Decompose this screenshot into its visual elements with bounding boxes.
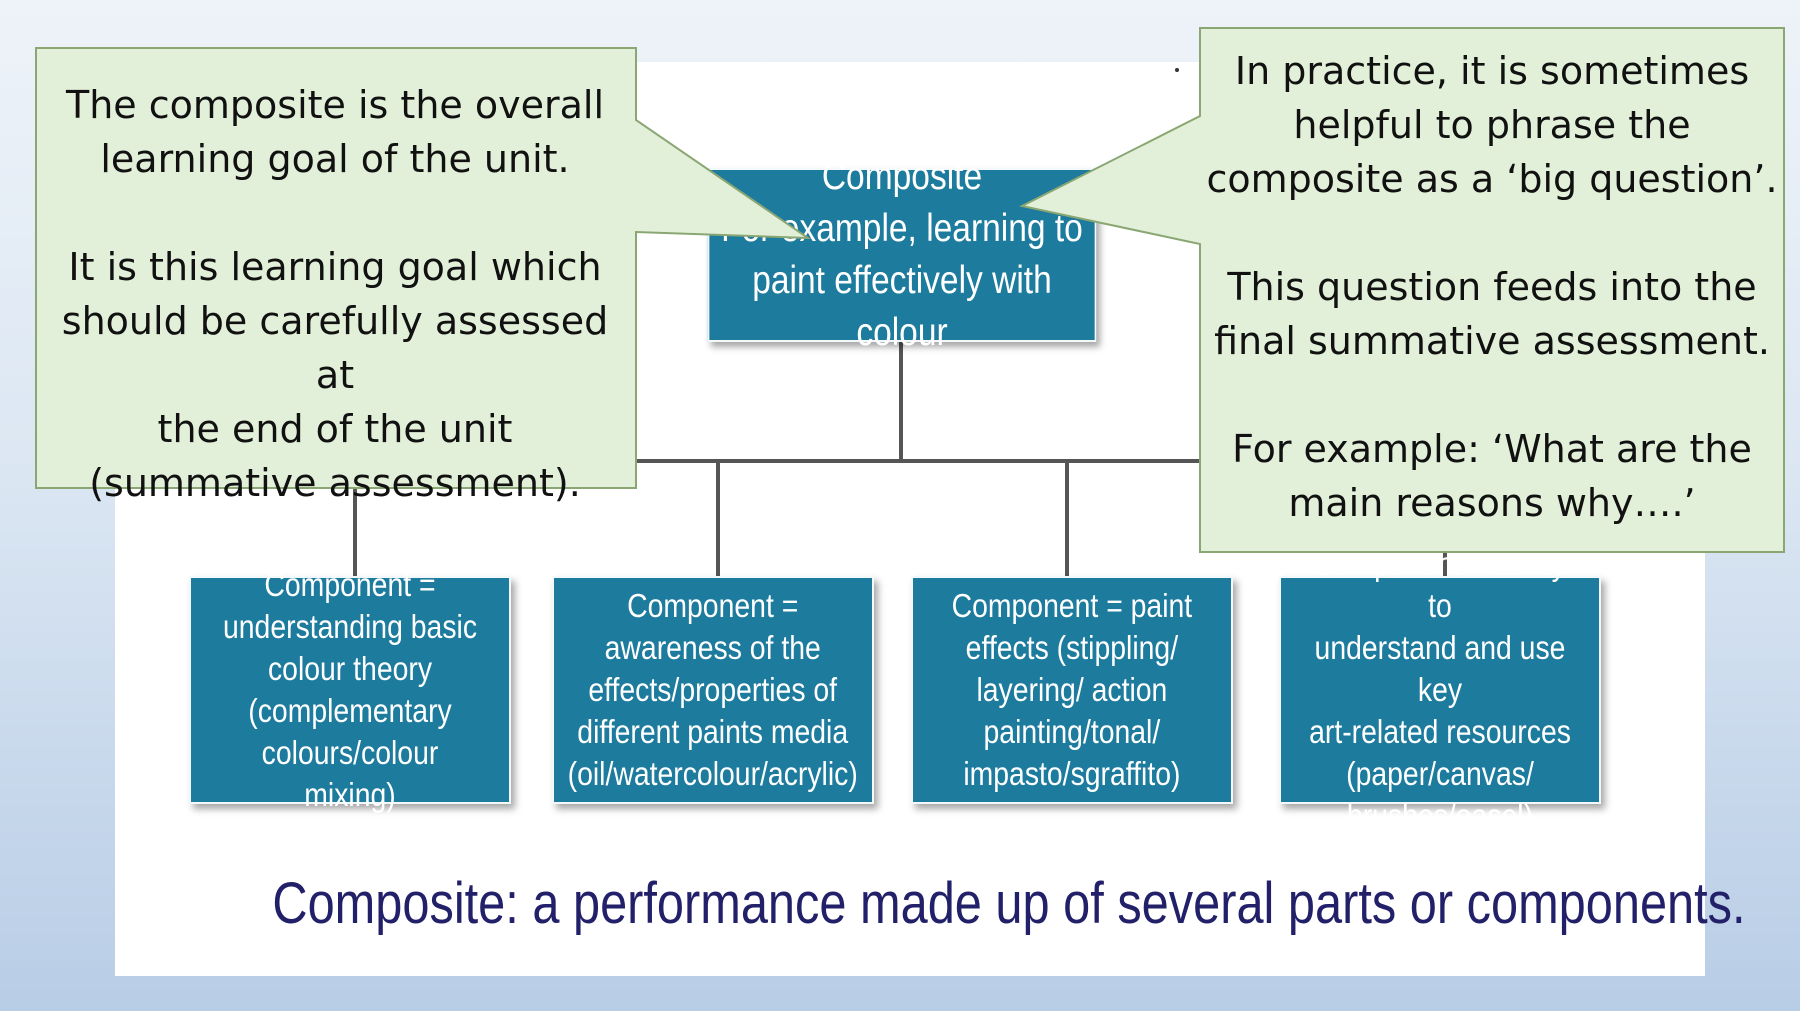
- component-text: Component = paint effects (stippling/ la…: [951, 587, 1193, 792]
- callout-left-text: The composite is the overall learning go…: [61, 83, 609, 505]
- component-text: Component = awareness of the effects/pro…: [567, 587, 859, 792]
- component-text: Component = ability to understand and us…: [1309, 545, 1571, 834]
- component-text: Component = understanding basic colour t…: [222, 566, 478, 813]
- composite-title: Composite: [821, 155, 983, 198]
- component-box-resources: Component = ability to understand and us…: [1279, 545, 1601, 834]
- callout-right-text: In practice, it is sometimes helpful to …: [1206, 49, 1778, 525]
- composite-example-line2: paint effectively with colour: [752, 259, 1052, 354]
- stray-dot: [1175, 68, 1179, 72]
- component-box-paint-effects: Component = paint effects (stippling/ la…: [911, 576, 1233, 804]
- composite-box: Composite For example, learning to paint…: [707, 155, 1097, 354]
- component-box-paint-media: Component = awareness of the effects/pro…: [552, 576, 874, 804]
- composite-example-line1: For example, learning to: [721, 207, 1083, 250]
- footer-definition: Composite: a performance made up of seve…: [272, 871, 1746, 936]
- component-box-colour-theory: Component = understanding basic colour t…: [189, 566, 511, 813]
